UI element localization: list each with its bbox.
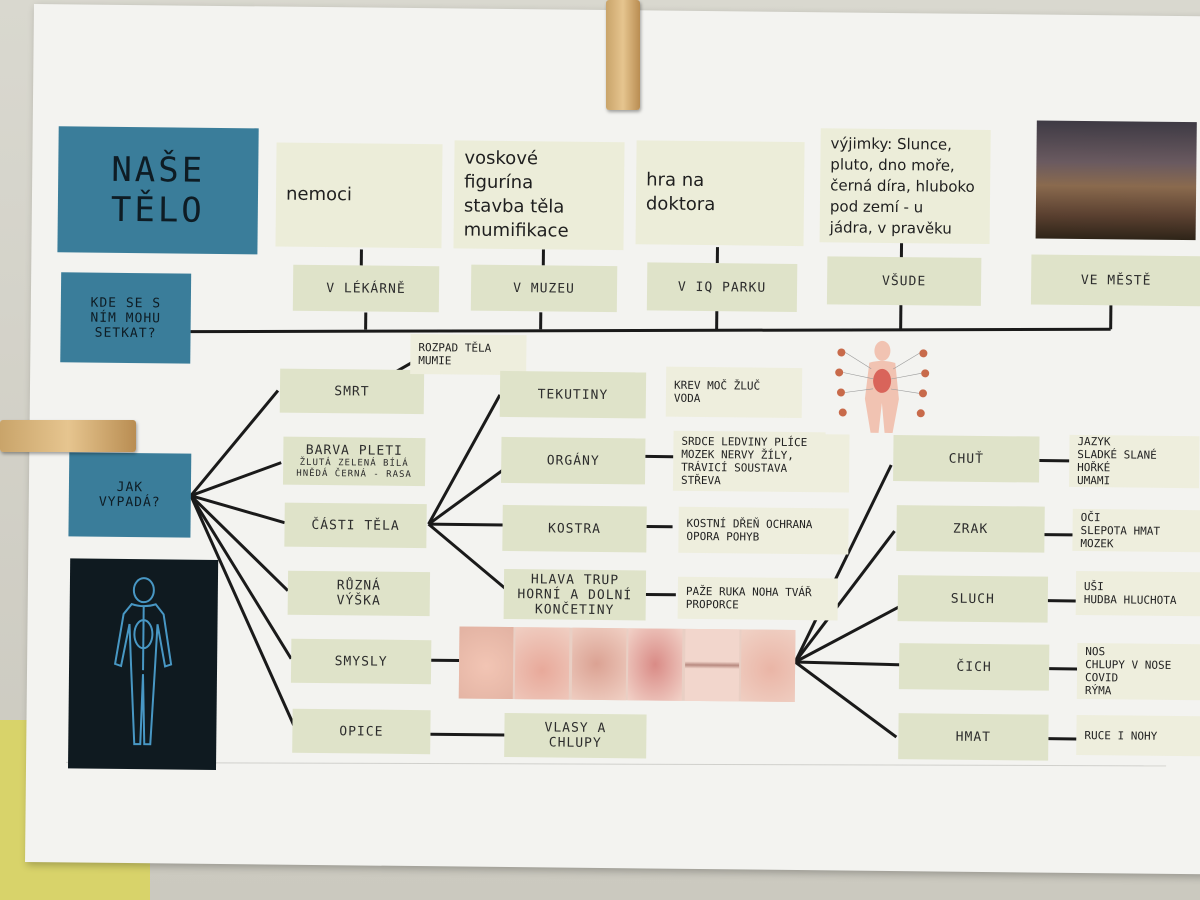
place-iq-park: V IQ PARKU	[646, 262, 798, 313]
note-smell: NOS CHLUPY V NOSE COVID RÝMA	[1076, 642, 1200, 701]
hand-photo	[458, 626, 514, 700]
note-touch: RUCE I NOHY	[1076, 714, 1200, 757]
branch-senses: SMYSLY	[290, 638, 432, 685]
place-everywhere: VŠUDE	[826, 256, 982, 306]
city-photo	[1035, 120, 1197, 241]
clothespin-left-icon	[0, 420, 136, 452]
note-skeleton: KOSTNÍ DŘEŇ OCHRANA OPORA POHYB	[678, 506, 849, 555]
anatomy-svg	[835, 340, 930, 434]
question-how-box: JAK VYPADÁ?	[68, 452, 192, 538]
place-pharmacy: V LÉKÁRNĚ	[292, 264, 440, 313]
part-skeleton: KOSTRA	[502, 504, 647, 553]
note-taste: JAZYK SLADKÉ SLANÉ HOŘKÉ UMAMI	[1069, 434, 1200, 489]
note-fluids: KREV MOČ ŽLUČ VODA	[665, 366, 803, 419]
clothespin-icon	[606, 0, 640, 110]
human-body-xray-image	[67, 558, 219, 770]
part-organs: ORGÁNY	[501, 436, 646, 485]
note-museum: voskové figurína stavba těla mumifikace	[453, 140, 625, 251]
branch-height: RŮZNÁ VÝŠKA	[287, 570, 431, 617]
question-where-box: KDE SE S NÍM MOHU SETKAT?	[60, 272, 192, 364]
anatomy-figure-icon	[825, 338, 939, 436]
note-hearing: UŠI HUDBA HLUCHOTA	[1075, 570, 1200, 617]
branch-skin-label: BARVA PLETI	[305, 442, 403, 459]
note-limbs: PAŽE RUKA NOHA TVÁŘ PROPORCE	[677, 576, 839, 621]
branch-death: SMRT	[279, 368, 425, 415]
note-organs: SRDCE LEDVINY PLÍCE MOZEK NERVY ŽÍLY, TR…	[672, 430, 850, 493]
baby-senses-photo-strip	[458, 626, 796, 703]
branch-monkey: OPICE	[292, 708, 431, 755]
sense-sight: ZRAK	[896, 505, 1045, 553]
part-limbs: HLAVA TRUP HORNÍ A DOLNÍ KONČETINY	[503, 568, 647, 621]
sense-touch: HMAT	[898, 713, 1049, 761]
note-death: ROZPAD TĚLA MUMIE	[410, 333, 527, 376]
branch-skin-sub: ŽLUTÁ ZELENÁ BÍLÁ HNĚDÁ ČERNÁ - RASA	[296, 457, 412, 480]
branch-body-parts: ČÁSTI TĚLA	[284, 502, 427, 549]
nose-photo	[515, 627, 570, 700]
place-museum: V MUZEU	[470, 264, 618, 313]
branch-skin-color: BARVA PLETI ŽLUTÁ ZELENÁ BÍLÁ HNĚDÁ ČERN…	[282, 436, 426, 487]
note-pharmacy: nemoci	[275, 142, 443, 249]
note-iq-park: hra na doktora	[635, 140, 805, 247]
ear-photo	[571, 627, 627, 701]
sense-smell: ČICH	[898, 643, 1050, 691]
part-fluids: TEKUTINY	[499, 370, 647, 419]
mouth-photo	[627, 628, 683, 701]
sense-hearing: SLUCH	[897, 575, 1049, 623]
note-everywhere: výjimky: Slunce, pluto, dno moře, černá …	[819, 128, 991, 245]
sense-taste: CHUŤ	[893, 435, 1040, 483]
eye-photo	[684, 628, 740, 702]
foot-photo	[740, 629, 796, 703]
branch-hair: VLASY A CHLUPY	[504, 712, 647, 759]
poster-sheet: NAŠE TĚLO KDE SE S NÍM MOHU SETKAT? JAK …	[25, 4, 1200, 875]
xray-figure-icon	[113, 577, 173, 746]
poster-title: NAŠE TĚLO	[57, 126, 259, 255]
place-city: VE MĚSTĚ	[1030, 254, 1200, 307]
note-sight: OČI SLEPOTA HMAT MOZEK	[1072, 508, 1200, 553]
